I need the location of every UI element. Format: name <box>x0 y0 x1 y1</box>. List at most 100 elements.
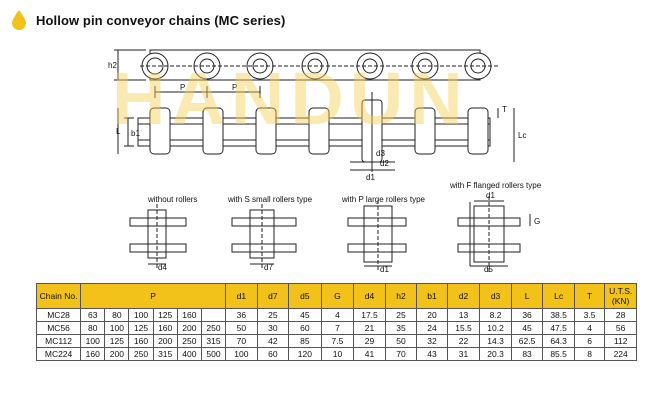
dim-flanged: d5 <box>484 265 493 274</box>
header-d7: d7 <box>256 283 290 309</box>
cell-d1: 100 <box>225 347 258 361</box>
header-uts: U.T.S. (KN) <box>604 283 637 309</box>
header-lc: Lc <box>542 283 575 309</box>
p-value: 100 <box>128 308 154 322</box>
p-value: 250 <box>128 347 154 361</box>
cell-d5: 45 <box>288 308 322 322</box>
header-l: L <box>510 283 544 309</box>
p-value: 400 <box>176 347 202 361</box>
p-value: 250 <box>200 321 227 335</box>
roller-type-label-without: without rollers <box>148 195 198 204</box>
cell-d2: 31 <box>446 347 481 361</box>
spec-table: Chain No. P d1 d7 d5 G d4 h2 b1 d2 d3 L … <box>35 283 637 361</box>
dim-flanged-top: d1 <box>486 191 495 200</box>
p-value: 160 <box>128 334 154 348</box>
p-value: 160 <box>152 321 178 335</box>
header-d4: d4 <box>353 283 386 309</box>
p-value: 160 <box>80 347 106 361</box>
cell-d3: 14.3 <box>479 334 512 348</box>
cell-d3: 8.2 <box>479 308 512 322</box>
header-d1: d1 <box>225 283 258 309</box>
roller-type-small <box>231 204 297 268</box>
cell-d7: 42 <box>256 334 290 348</box>
cell-t: 4 <box>573 321 606 335</box>
cell-uts: 112 <box>604 334 637 348</box>
roller-type-flanged <box>457 196 531 272</box>
roller-type-label-small: with S small rollers type <box>228 195 313 204</box>
cell-h2: 70 <box>384 347 418 361</box>
cell-d2: 15.5 <box>446 321 481 335</box>
page-title: Hollow pin conveyor chains (MC series) <box>36 12 286 28</box>
chain-name: MC224 <box>35 347 82 361</box>
p-value <box>200 308 227 322</box>
cell-d7: 60 <box>256 347 290 361</box>
p-value: 80 <box>104 308 130 322</box>
dim-large: d1 <box>380 265 389 274</box>
table-row: MC56 80 100 125 160 200 250 50 30 60 7 2… <box>35 321 637 335</box>
label-p2: P <box>232 83 237 92</box>
cell-lc: 85.5 <box>542 347 575 361</box>
cell-b1: 43 <box>416 347 448 361</box>
header-d3: d3 <box>479 283 512 309</box>
brand-watermark: HANDUN <box>112 57 469 140</box>
label-t: T <box>502 105 507 114</box>
chain-top-view <box>114 49 500 98</box>
header-chain-no: Chain No. <box>35 283 82 309</box>
cell-uts: 224 <box>604 347 637 361</box>
cell-d5: 60 <box>288 321 322 335</box>
table-row: MC112 100 125 160 200 250 315 70 42 85 7… <box>35 334 637 348</box>
cell-d1: 50 <box>225 321 258 335</box>
cell-b1: 20 <box>416 308 448 322</box>
chain-side-view <box>117 92 515 172</box>
p-value: 160 <box>176 308 202 322</box>
chain-name: MC28 <box>35 308 82 322</box>
title-row: Hollow pin conveyor chains (MC series) <box>10 8 285 32</box>
p-value: 125 <box>128 321 154 335</box>
cell-d3: 10.2 <box>479 321 512 335</box>
roller-type-without <box>129 204 187 268</box>
cell-d2: 22 <box>446 334 481 348</box>
header-g: G <box>320 283 355 309</box>
p-value: 200 <box>176 321 202 335</box>
cell-l: 83 <box>510 347 544 361</box>
header-p: P <box>80 283 227 309</box>
cell-h2: 50 <box>384 334 418 348</box>
table-row: MC28 63 80 100 125 160 36 25 45 4 17.5 2… <box>35 308 637 322</box>
cell-d4: 21 <box>353 321 386 335</box>
chain-name: MC112 <box>35 334 82 348</box>
cell-l: 45 <box>510 321 544 335</box>
header-h2: h2 <box>384 283 418 309</box>
p-value: 200 <box>104 347 130 361</box>
drop-icon <box>12 10 26 30</box>
label-d2: d2 <box>380 159 389 168</box>
p-value: 250 <box>176 334 202 348</box>
cell-uts: 28 <box>604 308 637 322</box>
header-d5: d5 <box>288 283 322 309</box>
p-value: 200 <box>152 334 178 348</box>
table-row: MC224 160 200 250 315 400 500 100 60 120… <box>35 347 637 361</box>
dim-flanged-side: G <box>534 217 540 226</box>
p-value: 125 <box>104 334 130 348</box>
roller-type-label-large: with P large rollers type <box>342 195 425 204</box>
cell-d1: 36 <box>225 308 258 322</box>
header-d2: d2 <box>446 283 481 309</box>
cell-d7: 30 <box>256 321 290 335</box>
cell-b1: 24 <box>416 321 448 335</box>
cell-t: 3.5 <box>573 308 606 322</box>
chain-name: MC56 <box>35 321 82 335</box>
label-b1: b1 <box>131 129 140 138</box>
cell-lc: 38.5 <box>542 308 575 322</box>
p-value: 315 <box>200 334 227 348</box>
header-t: T <box>573 283 606 309</box>
label-lc: Lc <box>518 131 526 140</box>
cell-d4: 17.5 <box>353 308 386 322</box>
p-value: 100 <box>104 321 130 335</box>
roller-type-label-flanged: with F flanged rollers type <box>450 181 542 190</box>
table-header-row: Chain No. P d1 d7 d5 G d4 h2 b1 d2 d3 L … <box>35 283 637 309</box>
label-d3: d3 <box>376 149 385 158</box>
cell-g: 4 <box>320 308 355 322</box>
cell-d4: 29 <box>353 334 386 348</box>
cell-g: 10 <box>320 347 355 361</box>
cell-d2: 13 <box>446 308 481 322</box>
p-value: 125 <box>152 308 178 322</box>
